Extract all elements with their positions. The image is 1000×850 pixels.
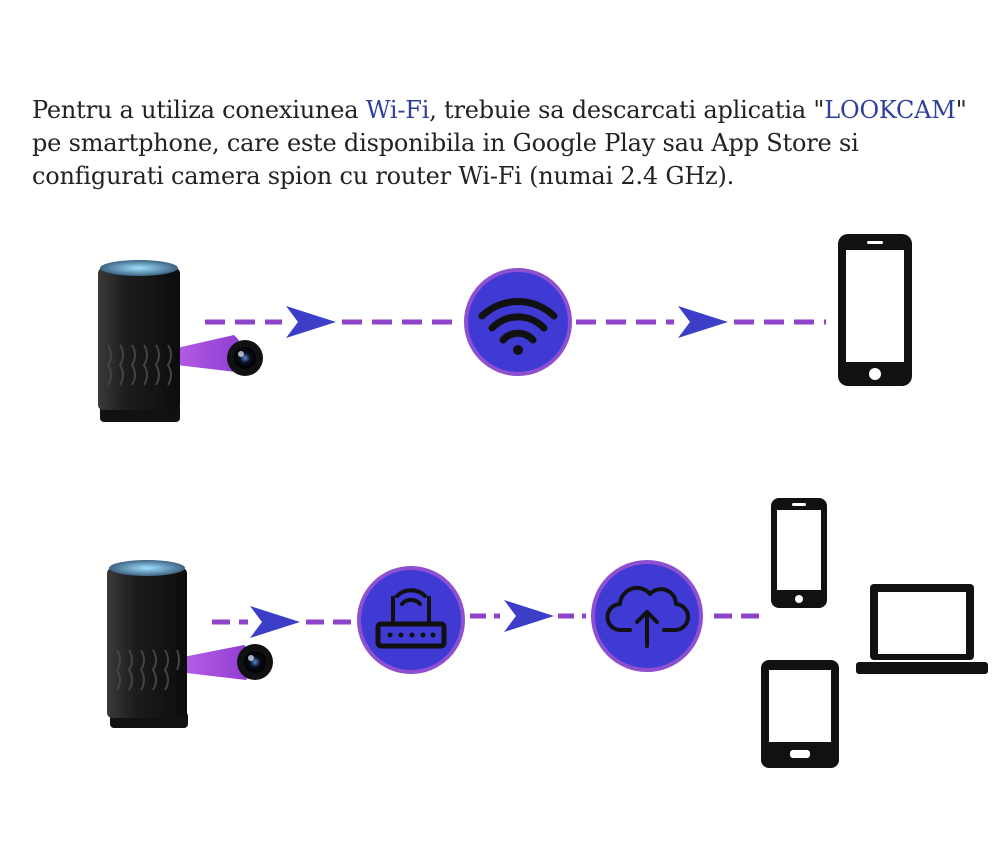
arrow-2 — [678, 306, 728, 338]
phone-home-button — [795, 595, 803, 603]
laptop-screen — [878, 592, 966, 654]
wifi-icon-dot — [513, 345, 523, 355]
arrow-3 — [250, 606, 300, 638]
device-top-vent — [109, 560, 185, 576]
spy-camera-device-2 — [107, 560, 273, 728]
camera-lens — [244, 651, 266, 673]
direct-mode-row — [98, 234, 912, 422]
laptop-icon — [856, 584, 988, 674]
wifi-hub-circle — [464, 268, 572, 376]
smartphone-icon — [771, 498, 827, 608]
device-grille — [115, 649, 180, 691]
router-icon — [375, 588, 447, 649]
phone-speaker — [792, 503, 806, 506]
lens-reflection — [238, 351, 244, 357]
wifi-hub — [464, 268, 572, 376]
smartphone-icon — [838, 234, 912, 386]
cloud-hub — [591, 560, 703, 672]
phone-speaker — [867, 241, 883, 244]
camera-view-beam — [178, 645, 254, 680]
lens-reflection — [248, 655, 254, 661]
arrow-1 — [286, 306, 336, 338]
tablet-icon — [761, 660, 839, 768]
arrow-4 — [504, 600, 554, 632]
tablet-home-button — [790, 750, 810, 758]
router-hub — [357, 566, 465, 674]
laptop-base — [856, 662, 988, 674]
intro-part-1: Pentru a utiliza conexiunea — [32, 96, 366, 124]
spy-camera-device — [98, 260, 263, 422]
device-body — [107, 568, 187, 718]
intro-part-3: " pe smartphone, care este disponibila i… — [32, 96, 967, 190]
camera-lens — [234, 347, 256, 369]
phone-screen — [777, 510, 821, 590]
phone-home-button — [869, 368, 881, 380]
cloud-mode-row — [107, 498, 988, 768]
intro-text: Pentru a utiliza conexiunea Wi-Fi, trebu… — [32, 94, 972, 193]
intro-part-2: , trebuie sa descarcati aplicatia " — [429, 96, 825, 124]
wifi-highlight: Wi-Fi — [365, 96, 430, 124]
wifi-icon — [478, 298, 558, 344]
phone-screen — [846, 250, 904, 362]
cloud-upload-icon — [605, 585, 690, 648]
device-top-vent — [100, 260, 178, 276]
device-body — [98, 268, 180, 410]
camera-view-beam — [168, 335, 244, 372]
tablet-screen — [769, 670, 831, 742]
app-name-highlight: LOOKCAM — [824, 96, 956, 124]
router-hub-circle — [357, 566, 465, 674]
device-grille — [106, 344, 172, 386]
